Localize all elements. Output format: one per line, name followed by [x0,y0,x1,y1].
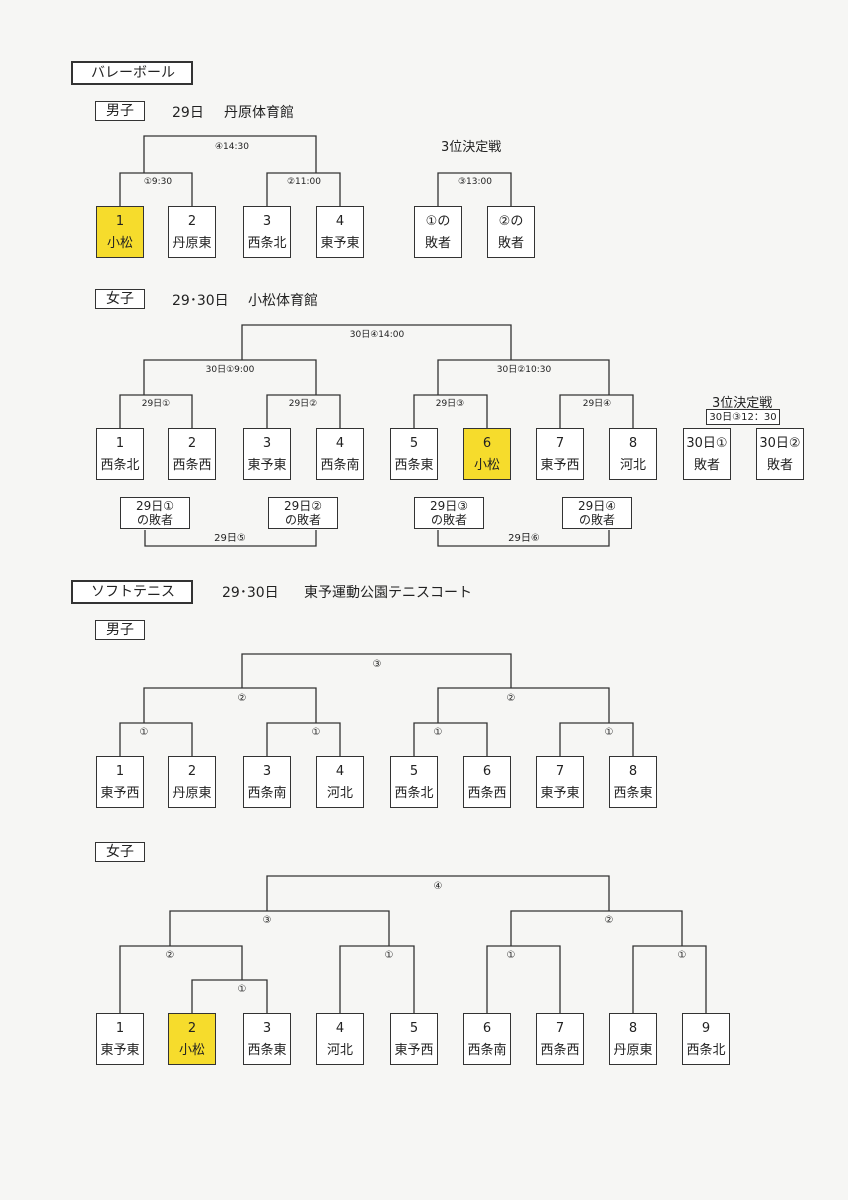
st-girls-r1b-label: ① [385,950,394,961]
vb-girls-r4-label: 29日④ [583,398,612,409]
st-boys-r3-label: ③ [373,659,382,670]
vb-girls-venue: 小松体育館 [248,293,318,309]
st-boys-r1d-label: ① [605,727,614,738]
vb-girls-r2-label: 29日② [289,398,318,409]
vb-boys-third-title: 3位決定戦 [441,140,502,155]
vb-boys-date: 29日 [172,105,204,121]
vb-girls-c6-label: 29日⑥ [508,533,540,544]
st-girls-r3-label: ③ [263,915,272,926]
st-girls-label: 女子 [95,842,145,862]
st-girls-r2b-label: ② [605,915,614,926]
vb-girls-semi2-label: 30日②10:30 [497,364,552,375]
vb-boys-venue: 丹原体育館 [224,105,294,121]
st-girls-r1a-label: ① [238,984,247,995]
vb-girls-r3-label: 29日③ [436,398,465,409]
vb-boys-m4-label: ④14:30 [215,142,249,152]
vb-girls-semi1-label: 30日①9:00 [206,364,255,375]
vb-girls-c5-label: 29日⑤ [214,533,246,544]
st-boys-r1b-label: ① [312,727,321,738]
vb-girls-date: 29･30日 [172,293,229,309]
st-boys-r2a-label: ② [238,693,247,704]
vb-girls-label: 女子 [95,289,145,309]
st-boys-r1c-label: ① [434,727,443,738]
st-girls-r4-label: ④ [434,881,443,892]
vb-boys-m1-label: ①9:30 [144,177,173,187]
st-girls-r2a-label: ② [166,950,175,961]
vb-boys-label: 男子 [95,101,145,121]
loser-card: ②の敗者 [487,206,535,258]
st-boys-r1a-label: ① [140,727,149,738]
vb-girls-third-time: 30日③12：30 [706,409,780,425]
vb-girls-third-title: 3位決定戦 [712,396,773,411]
vb-girls-r1-label: 29日① [142,398,171,409]
volleyball-section-title: バレーボール [71,61,193,85]
softtennis-section-title: ソフトテニス [71,580,193,604]
st-girls-r1c-label: ① [507,950,516,961]
loser-card: ①の敗者 [414,206,462,258]
vb-girls-final-label: 30日④14:00 [350,329,405,340]
vb-boys-m2-label: ②11:00 [287,177,321,187]
st-venue: 東予運動公園テニスコート [304,585,472,601]
vb-boys-m3-label: ③13:00 [458,177,492,187]
st-date: 29･30日 [222,585,279,601]
st-boys-r2b-label: ② [507,693,516,704]
st-boys-label: 男子 [95,620,145,640]
st-girls-r1d-label: ① [678,950,687,961]
